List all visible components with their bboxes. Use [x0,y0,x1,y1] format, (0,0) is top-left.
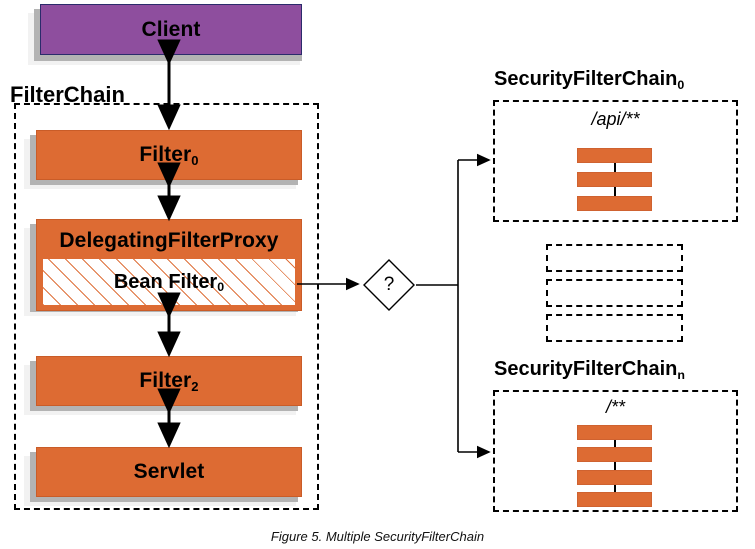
bean-filter-0-subscript: 0 [217,280,225,295]
client-box[interactable]: Client [40,4,302,55]
servlet-box[interactable]: Servlet [36,447,302,497]
placeholder-chain-box [546,279,683,307]
placeholder-chain-box [546,244,683,272]
security-filter-chain-n-title: SecurityFilterChainn [494,358,685,382]
servlet-label: Servlet [133,460,205,483]
figure-caption: Figure 5. Multiple SecurityFilterChain [270,529,485,544]
delegating-filter-proxy-label: DelegatingFilterProxy [59,229,279,252]
filter-0-subscript: 0 [191,153,199,169]
security-filter-chain-0-pattern: /api/** [591,109,640,129]
security-filter-chain-0-subscript: 0 [677,77,685,92]
filter-0-box[interactable]: Filter0 [36,130,302,180]
bean-filter-0-box[interactable]: Bean Filter0 [42,258,296,306]
chain-n-filter-bar[interactable] [577,425,652,440]
client-label: Client [141,17,201,41]
bean-filter-0-label: Bean Filter0 [113,270,225,295]
chain-0-filter-bar[interactable] [577,196,652,211]
filterchain-group-label: FilterChain [10,82,125,107]
filter-2-subscript: 2 [191,379,199,395]
security-filter-chain-0-container [493,100,738,222]
chain-0-filter-bar[interactable] [577,148,652,163]
placeholder-chain-box [546,314,683,342]
chain-n-filter-bar[interactable] [577,492,652,507]
filter-2-label: Filter2 [139,369,199,395]
security-filter-chain-0-title: SecurityFilterChain0 [494,68,685,92]
decision-diamond[interactable]: ? [362,258,416,312]
security-filter-chain-n-container [493,390,738,512]
chain-n-filter-bar[interactable] [577,470,652,485]
security-filter-chain-n-subscript: n [677,367,685,382]
decision-label: ? [383,274,395,295]
chain-0-filter-bar[interactable] [577,172,652,187]
filter-0-label: Filter0 [139,143,199,169]
security-filter-chain-n-pattern: /** [605,397,625,417]
filter-2-box[interactable]: Filter2 [36,356,302,406]
chain-n-connector [614,435,616,500]
chain-n-filter-bar[interactable] [577,447,652,462]
